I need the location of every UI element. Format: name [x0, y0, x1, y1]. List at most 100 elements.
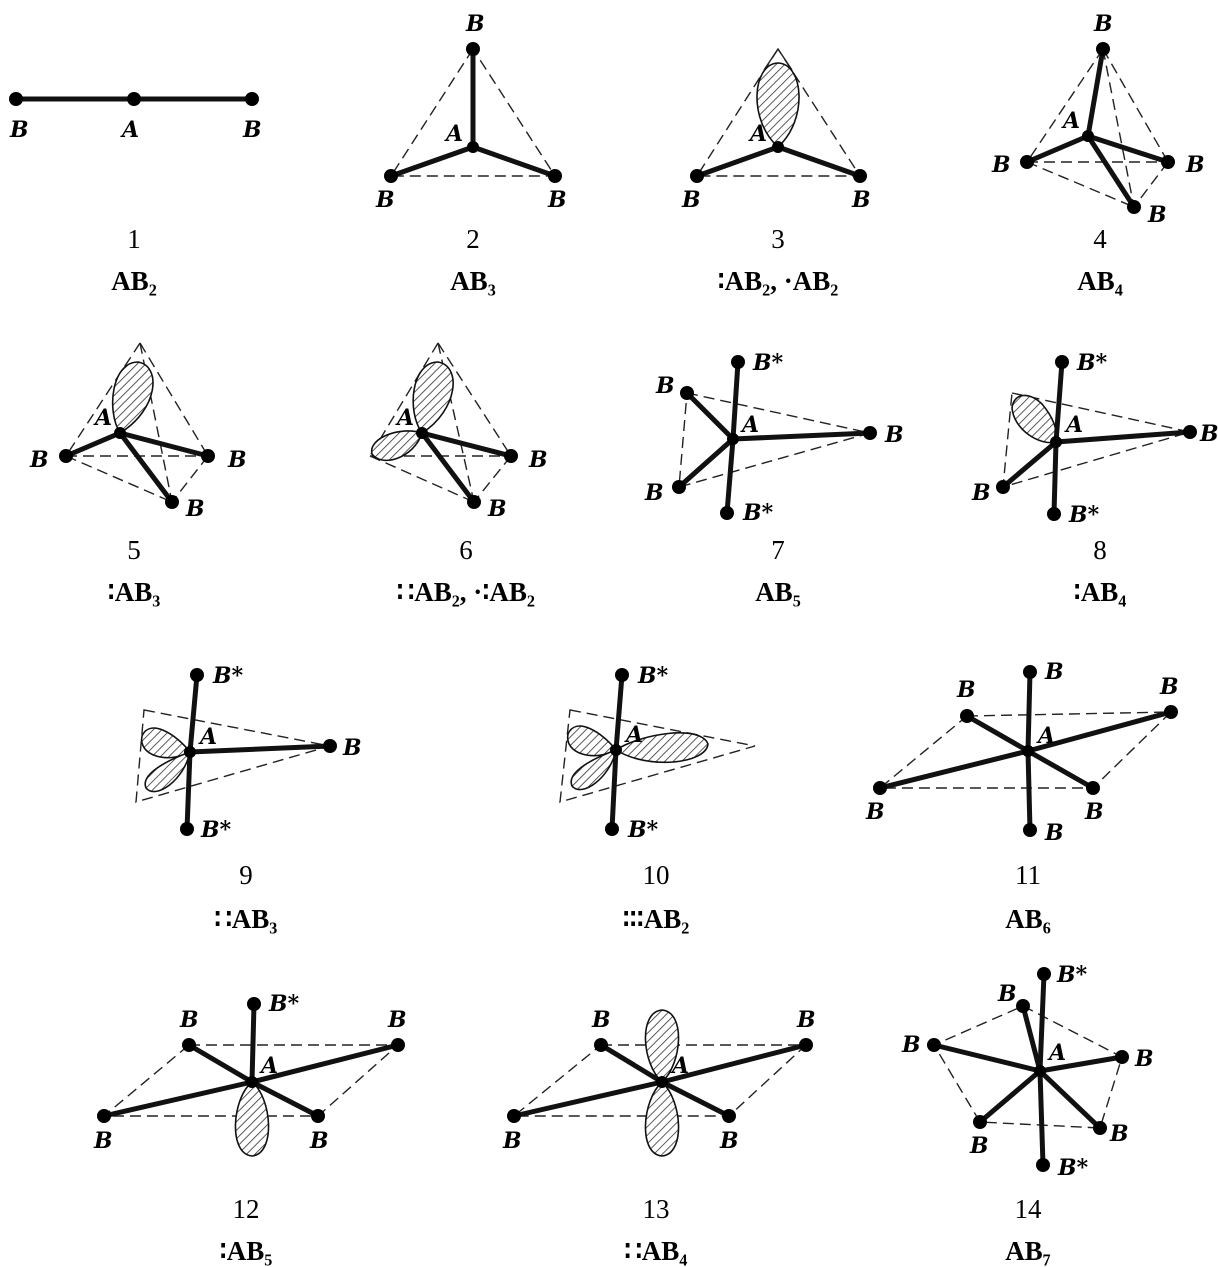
figure-7: B* B* A B B B 7 AB₅ [644, 350, 904, 607]
figure-formula: ∷AB₃ [215, 904, 278, 934]
figure-1: B A B 1 AB₂ [9, 92, 262, 296]
atom-label-a: A [93, 405, 112, 431]
atom-label-b: B [971, 480, 991, 506]
atom-label-a: A [1047, 1040, 1066, 1066]
lone-pair-orbital [371, 430, 424, 462]
lone-pair-orbital [570, 748, 618, 791]
figure-number: 12 [233, 1194, 260, 1224]
atom-label-bstar: B* [268, 991, 300, 1017]
atom-label-b: B [591, 1007, 611, 1033]
figure-formula: ∶AB₄ [1074, 577, 1127, 607]
figure-2: B A B B 2 AB₃ [375, 11, 567, 296]
figure-number: 2 [466, 224, 480, 254]
atom-label-a: A [120, 117, 139, 143]
atom-label-a: A [748, 121, 767, 147]
lone-pair-orbital [144, 750, 192, 793]
figure-number: 14 [1015, 1194, 1043, 1224]
atom-label-b: B [851, 187, 871, 213]
atom-label-b: B [1199, 421, 1218, 447]
atom-label-b: B [387, 1007, 407, 1033]
atom-label-b: B [29, 447, 49, 473]
atom-label-b: B [997, 981, 1017, 1007]
figure-number: 5 [127, 535, 141, 565]
figure-number: 3 [771, 224, 785, 254]
atom-label-b: B [1093, 11, 1113, 37]
figure-formula: AB₇ [1005, 1236, 1051, 1266]
atom-label-b: B [1134, 1046, 1154, 1072]
figure-5: A B B B 5 ∶AB₃ [29, 342, 247, 607]
atom-label-bstar: B* [742, 500, 774, 526]
atom-label-b: B [93, 1128, 113, 1154]
lone-pair-orbital [141, 727, 192, 759]
lone-pair-orbital [614, 732, 709, 764]
atom-label-b: B [655, 373, 675, 399]
atom-label-a: A [1064, 412, 1083, 438]
lone-pair-orbital [756, 62, 800, 149]
atom-label-b: B [991, 152, 1011, 178]
atom-label-a: A [624, 722, 643, 748]
lone-pair-orbital [1011, 394, 1058, 444]
figure-number: 6 [459, 535, 473, 565]
figure-13: B B B B A 13 ∷AB₄ [502, 1007, 816, 1266]
atom-label-a: A [740, 412, 759, 438]
figure-formula: ∶AB₅ [220, 1236, 273, 1266]
atom-label-bstar: B* [212, 663, 244, 689]
atom-label-b: B [1185, 152, 1205, 178]
atom-label-bstar: B* [627, 817, 659, 843]
atom-label-bstar: B* [1057, 1155, 1089, 1181]
figure-number: 4 [1093, 224, 1107, 254]
atom-label-b: B [528, 447, 548, 473]
figure-formula: ∷AB₄ [625, 1236, 688, 1266]
atom-label-b: B [1109, 1121, 1129, 1147]
figure-formula: AB₂ [111, 266, 157, 296]
lone-pair-orbital [644, 1080, 680, 1157]
atom-label-bstar: B* [637, 663, 669, 689]
figure-8: B* B* A B B 8 ∶AB₄ [971, 350, 1218, 607]
atom-label-a: A [1036, 723, 1055, 749]
atom-label-b: B [1159, 674, 1179, 700]
figure-number: 8 [1093, 535, 1107, 565]
atom-label-b: B [884, 422, 904, 448]
figure-number: 11 [1015, 860, 1041, 890]
atom-label-bstar: B* [1068, 502, 1100, 528]
lone-pair-orbital [234, 1080, 270, 1157]
atom-label-b: B [1044, 659, 1064, 685]
atom-label-b: B [179, 1007, 199, 1033]
figure-formula: AB₆ [1005, 904, 1051, 934]
atom-label-b: B [956, 677, 976, 703]
atom-label-b: B [9, 117, 29, 143]
figure-formula: AB₄ [1077, 266, 1123, 296]
lone-pair-orbital [644, 1009, 680, 1084]
atom-label-b: B [502, 1128, 522, 1154]
figure-4: B A B B B 4 AB₄ [991, 11, 1205, 296]
atom-label-b: B [185, 496, 205, 522]
lone-pair-orbital [412, 361, 454, 435]
figure-12: B* B B B B A 12 ∶AB₅ [93, 991, 407, 1266]
figure-11: B B B B B B A 11 AB₆ [865, 659, 1179, 934]
atom-label-a: A [198, 724, 217, 750]
atom-label-b: B [901, 1032, 921, 1058]
figure-number: 10 [643, 860, 670, 890]
atom-label-bstar: B* [1056, 962, 1088, 988]
figure-3: A B B 3 ∶AB₂, ·AB₂ [681, 47, 871, 296]
atom-label-b: B [796, 1007, 816, 1033]
atom-label-b: B [309, 1128, 329, 1154]
figure-14: B* B* B B B B B A 14 AB₇ [901, 962, 1154, 1266]
atom-label-a: A [444, 121, 463, 147]
figure-9: B* B* A B 9 ∷AB₃ [135, 663, 362, 934]
atom-label-b: B [644, 480, 664, 506]
atom-label-a: A [1061, 108, 1080, 134]
figure-formula: AB₃ [450, 266, 496, 296]
figure-number: 7 [771, 535, 785, 565]
atom-label-b: B [547, 187, 567, 213]
figure-formula: ∶∶∶AB₂ [623, 904, 690, 934]
atom-label-a: A [670, 1053, 689, 1079]
atom-label-b: B [719, 1128, 739, 1154]
atom-label-bstar: B* [200, 817, 232, 843]
figure-number: 13 [643, 1194, 670, 1224]
figure-6: A B B 6 ∷AB₂, ·∶AB₂ [369, 342, 548, 607]
atom-label-b: B [1084, 799, 1104, 825]
atom-label-a: A [395, 405, 414, 431]
atom-label-b: B [227, 447, 247, 473]
